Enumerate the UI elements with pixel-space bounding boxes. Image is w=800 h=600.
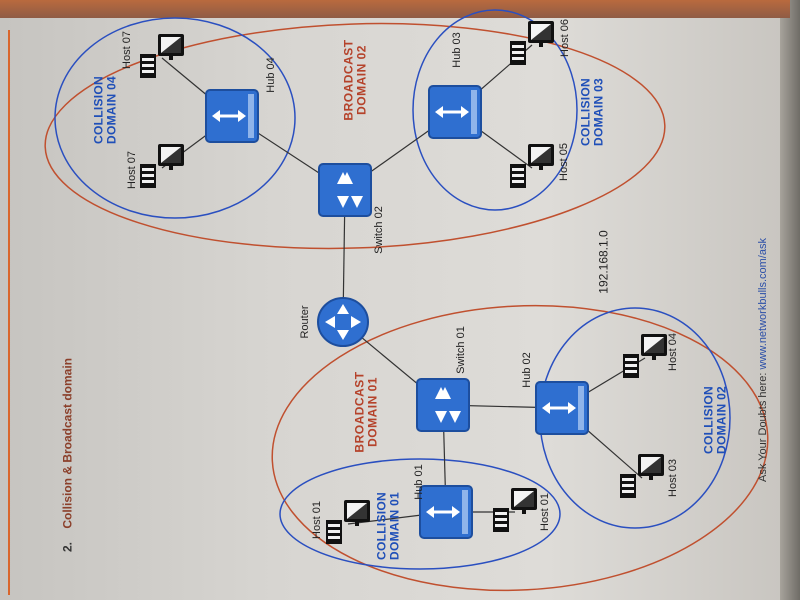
collision-domain-02-label: COLLISION DOMAIN 02 bbox=[701, 385, 728, 455]
switch-01-label: Switch 01 bbox=[455, 326, 468, 374]
footer-prefix: Ask Your Doubts here: bbox=[757, 369, 770, 482]
paper-page bbox=[0, 0, 780, 600]
collision-domain-04-circle bbox=[54, 17, 296, 219]
collision-domain-03-circle bbox=[412, 9, 578, 211]
host-03-icon bbox=[620, 454, 664, 498]
collision-domain-03-label: COLLISION DOMAIN 03 bbox=[578, 77, 605, 147]
section-title: 2. Collision & Broadcast domain bbox=[60, 357, 75, 553]
host-05-label: Host 05 bbox=[558, 143, 571, 181]
host-07-a-label: Host 07 bbox=[121, 31, 134, 69]
host-01-a-icon bbox=[326, 500, 370, 544]
hub-03-label: Hub 03 bbox=[451, 32, 464, 68]
host-04-label: Host 04 bbox=[667, 333, 680, 371]
footer-link[interactable]: www.networkbulls.com/ask bbox=[757, 238, 770, 370]
bd-02-line2: DOMAIN 02 bbox=[354, 45, 368, 115]
host-01-a-label: Host 01 bbox=[311, 501, 324, 539]
broadcast-domain-02-label: BROADCAST DOMAIN 02 bbox=[341, 39, 368, 121]
collision-domain-01-label: COLLISION DOMAIN 01 bbox=[374, 491, 401, 561]
section-number: 2. bbox=[60, 542, 75, 553]
host-04-icon bbox=[623, 334, 667, 378]
host-06-label: Host 06 bbox=[559, 19, 572, 57]
network-address: 192.168.1.0 bbox=[596, 230, 611, 294]
cd-02-line2: DOMAIN 02 bbox=[714, 385, 728, 455]
host-06-icon bbox=[510, 21, 554, 65]
hub-02-label: Hub 02 bbox=[521, 352, 534, 388]
collision-domain-04-label: COLLISION DOMAIN 04 bbox=[91, 75, 118, 145]
hub-01-icon bbox=[418, 484, 474, 540]
cd-03-line1: COLLISION bbox=[578, 77, 593, 147]
router-icon bbox=[317, 297, 369, 347]
switch-02-label: Switch 02 bbox=[373, 206, 386, 254]
host-03-label: Host 03 bbox=[667, 459, 680, 497]
switch-02-icon bbox=[318, 163, 372, 217]
hub-04-icon bbox=[204, 88, 260, 144]
bd-01-line1: BROADCAST bbox=[352, 371, 367, 453]
broadcast-domain-01-label: BROADCAST DOMAIN 01 bbox=[352, 371, 379, 453]
hub-02-icon bbox=[534, 380, 590, 436]
orange-rule bbox=[8, 30, 10, 595]
footer-ask: Ask Your Doubts here: www.networkbulls.c… bbox=[757, 238, 770, 482]
hub-04-label: Hub 04 bbox=[265, 57, 278, 93]
host-01-b-label: Host 01 bbox=[539, 493, 552, 531]
host-07-b-icon bbox=[140, 144, 184, 188]
collision-domain-01-circle bbox=[279, 458, 561, 570]
cd-02-line1: COLLISION bbox=[701, 385, 716, 455]
cd-04-line1: COLLISION bbox=[91, 75, 106, 145]
switch-01-icon bbox=[416, 378, 470, 432]
broadcast-domain-01-ellipse bbox=[271, 304, 769, 592]
bd-01-line2: DOMAIN 01 bbox=[365, 377, 379, 447]
host-05-icon bbox=[510, 144, 554, 188]
bd-02-line1: BROADCAST bbox=[341, 39, 356, 121]
router-label: Router bbox=[299, 305, 312, 339]
hub-01-label: Hub 01 bbox=[413, 464, 426, 500]
cd-04-line2: DOMAIN 04 bbox=[104, 75, 118, 145]
host-07-b-label: Host 07 bbox=[126, 151, 139, 189]
page-edge bbox=[780, 0, 800, 600]
cd-01-line1: COLLISION bbox=[374, 491, 389, 561]
broadcast-domain-02-ellipse bbox=[44, 22, 666, 250]
section-title-text: Collision & Broadcast domain bbox=[60, 357, 75, 529]
cd-03-line2: DOMAIN 03 bbox=[591, 77, 605, 147]
cd-01-line2: DOMAIN 01 bbox=[387, 491, 401, 561]
top-band bbox=[0, 0, 790, 18]
host-01-b-icon bbox=[493, 488, 537, 532]
hub-03-icon bbox=[427, 84, 483, 140]
